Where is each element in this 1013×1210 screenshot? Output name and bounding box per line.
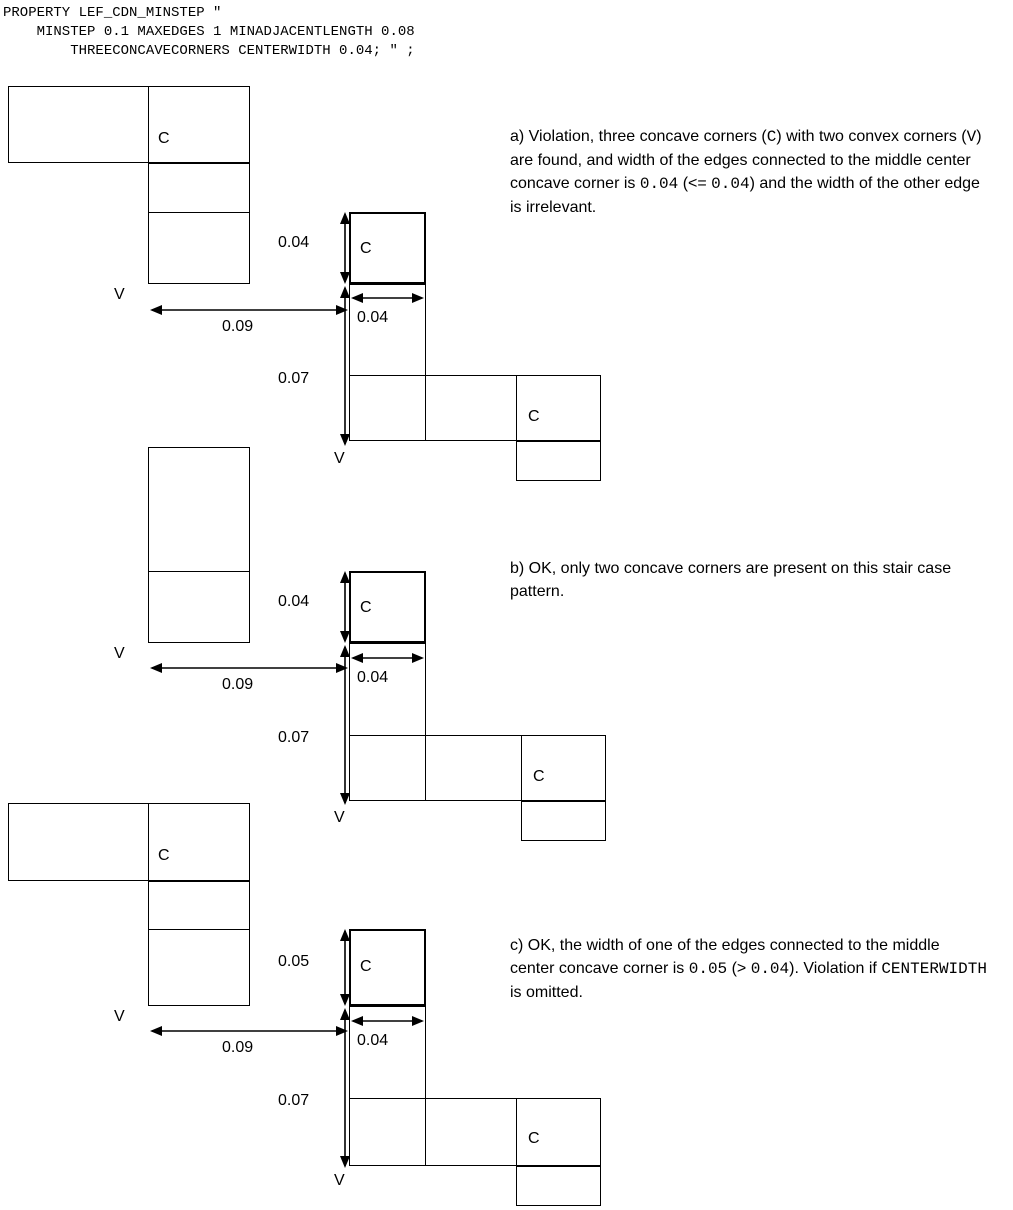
concave-corner-label: C bbox=[533, 768, 545, 785]
code-line: MINSTEP 0.1 MAXEDGES 1 MINADJACENTLENGTH… bbox=[3, 24, 415, 40]
dim-arrow-center-width bbox=[351, 1014, 424, 1028]
convex-corner-label: V bbox=[334, 809, 345, 826]
dim-label-lower-edge: 0.07 bbox=[278, 729, 310, 746]
shape-divider bbox=[148, 212, 250, 213]
shape-center-square bbox=[349, 571, 426, 643]
shape-bottom-box bbox=[516, 1166, 601, 1206]
shape-upper-column bbox=[148, 881, 250, 1006]
code-block: PROPERTY LEF_CDN_MINSTEP " MINSTEP 0.1 M… bbox=[3, 4, 415, 61]
dim-label-step-length: 0.09 bbox=[222, 1039, 254, 1056]
dim-arrow-step-length bbox=[150, 661, 348, 675]
shape-bottom-box bbox=[516, 441, 601, 481]
dim-label-center-width: 0.04 bbox=[357, 1032, 389, 1049]
concave-corner-label: C bbox=[528, 408, 540, 425]
dim-arrow-center-width bbox=[351, 651, 424, 665]
shape-divider bbox=[516, 1098, 517, 1166]
dim-label-step-length: 0.09 bbox=[222, 318, 254, 335]
convex-corner-label: V bbox=[114, 1008, 125, 1025]
concave-corner-label: C bbox=[158, 847, 170, 864]
shape-lower-bar bbox=[349, 1098, 601, 1166]
concave-corner-label: C bbox=[158, 130, 170, 147]
convex-corner-label: V bbox=[334, 1172, 345, 1189]
concave-corner-label: C bbox=[360, 599, 372, 616]
dim-arrow-step-height bbox=[338, 929, 352, 1006]
shape-top-bar bbox=[8, 803, 250, 881]
shape-divider bbox=[148, 929, 250, 930]
dim-arrow-center-width bbox=[351, 291, 424, 305]
code-line: THREECONCAVECORNERS CENTERWIDTH 0.04; " … bbox=[3, 43, 415, 59]
convex-corner-label: V bbox=[334, 450, 345, 467]
shape-divider bbox=[521, 735, 522, 801]
shape-lower-bar bbox=[349, 735, 606, 801]
dim-arrow-step-length bbox=[150, 303, 348, 317]
shape-lower-bar bbox=[349, 375, 601, 441]
dim-label-step-height: 0.04 bbox=[278, 234, 310, 251]
caption-b: b) OK, only two concave corners are pres… bbox=[510, 560, 952, 600]
convex-corner-label: V bbox=[114, 286, 125, 303]
shape-upper-column bbox=[148, 163, 250, 284]
shape-bottom-box bbox=[521, 801, 606, 841]
dim-label-center-width: 0.04 bbox=[357, 669, 389, 686]
shape-top-bar bbox=[8, 86, 250, 163]
dim-label-lower-edge: 0.07 bbox=[278, 1092, 310, 1109]
shape-divider bbox=[148, 803, 149, 881]
dim-label-step-height: 0.04 bbox=[278, 593, 310, 610]
concave-corner-label: C bbox=[360, 240, 372, 257]
caption-c: c) OK, the width of one of the edges con… bbox=[510, 937, 987, 1001]
dim-arrow-lower-edge bbox=[338, 645, 352, 805]
dim-label-lower-edge: 0.07 bbox=[278, 370, 310, 387]
dim-label-center-width: 0.04 bbox=[357, 309, 389, 326]
shape-center-square bbox=[349, 929, 426, 1006]
dim-arrow-lower-edge bbox=[338, 1008, 352, 1168]
shape-divider bbox=[148, 571, 250, 572]
shape-divider bbox=[516, 375, 517, 441]
caption-a: a) Violation, three concave corners (C) … bbox=[510, 128, 982, 216]
convex-corner-label: V bbox=[114, 645, 125, 662]
concave-corner-label: C bbox=[528, 1130, 540, 1147]
shape-center-square bbox=[349, 212, 426, 284]
dim-arrow-step-height bbox=[338, 571, 352, 643]
dim-arrow-lower-edge bbox=[338, 286, 352, 446]
dim-label-step-height: 0.05 bbox=[278, 953, 310, 970]
dim-label-step-length: 0.09 bbox=[222, 676, 254, 693]
dim-arrow-step-height bbox=[338, 212, 352, 284]
code-line: PROPERTY LEF_CDN_MINSTEP " bbox=[3, 5, 222, 21]
concave-corner-label: C bbox=[360, 958, 372, 975]
dim-arrow-step-length bbox=[150, 1024, 348, 1038]
shape-divider bbox=[148, 86, 149, 163]
shape-upper-column bbox=[148, 447, 250, 643]
